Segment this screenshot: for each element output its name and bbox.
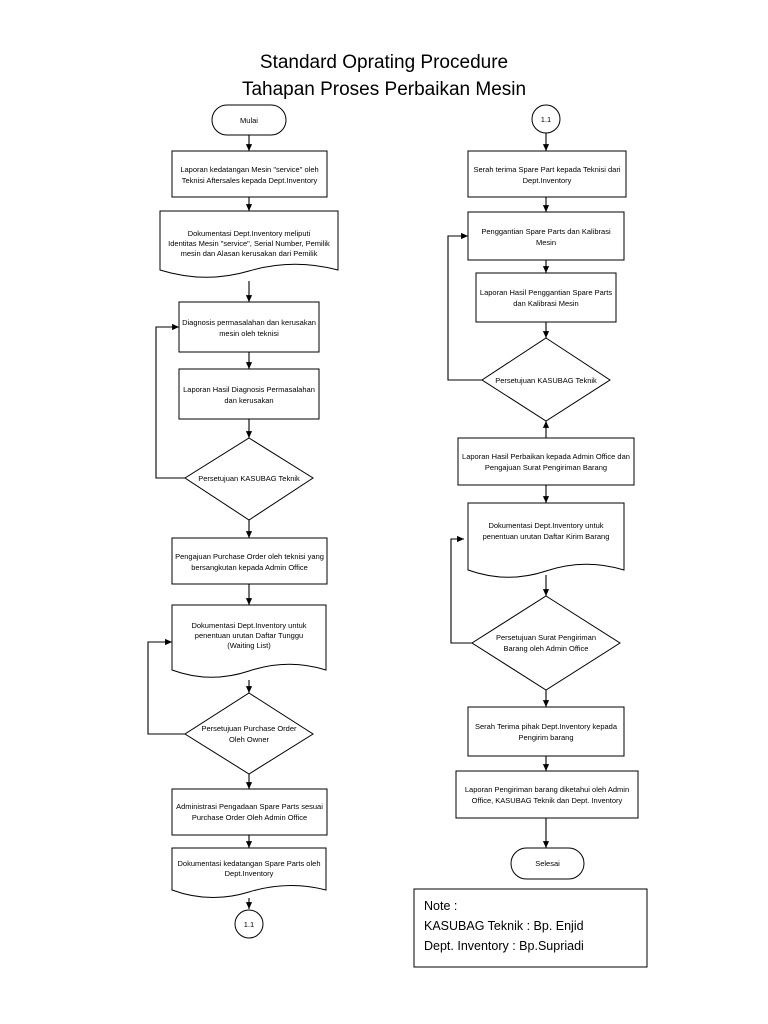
node-text: Administrasi Pengadaan Spare Parts sesua… — [176, 802, 323, 811]
node-text: Pengajuan Surat Pengiriman Barang — [485, 463, 607, 472]
node-text: Laporan Pengiriman barang diketahui oleh… — [465, 785, 629, 794]
right-edges — [447, 133, 550, 848]
start-label: Mulai — [240, 116, 258, 125]
loop-edge — [147, 638, 185, 735]
node-text: Persetujuan KASUBAG Teknik — [198, 474, 300, 483]
decision-admin-office: Persetujuan Surat Pengiriman Barang oleh… — [471, 595, 621, 691]
end-label: Selesai — [535, 859, 560, 868]
node-text: Laporan Hasil Penggantian Spare Parts — [480, 288, 612, 297]
process-serah-terima-pengirim: Serah Terima pihak Dept.Inventory kepada… — [467, 706, 625, 757]
node-text: Dept.Inventory — [225, 869, 274, 878]
connector-label: 1.1 — [244, 920, 254, 929]
node-text: Teknisi Aftersales kepada Dept.Inventory — [182, 176, 318, 185]
note-line1: KASUBAG Teknik : Bp. Enjid — [424, 919, 584, 933]
node-text: (Waiting List) — [227, 641, 271, 650]
node-text: Pengajuan Purchase Order oleh teknisi ya… — [175, 552, 324, 561]
document-dokumentasi-identitas: Dokumentasi Dept.Inventory meliputi Iden… — [159, 210, 339, 278]
loop-edge — [447, 232, 482, 381]
node-text: Serah terima Spare Part kepada Teknisi d… — [473, 165, 620, 174]
connector-right: 1.1 — [531, 104, 561, 134]
left-edges — [147, 135, 253, 909]
node-text: Persetujuan Purchase Order — [201, 724, 297, 733]
node-text: Laporan Hasil Diagnosis Permasalahan — [183, 385, 315, 394]
start-terminator: Mulai — [211, 104, 287, 136]
document-daftar-tunggu: Dokumentasi Dept.Inventory untuk penentu… — [171, 604, 327, 678]
process-administrasi-pengadaan: Administrasi Pengadaan Spare Parts sesua… — [171, 788, 328, 836]
note-box: Note : KASUBAG Teknik : Bp. Enjid Dept. … — [413, 888, 648, 968]
document-kedatangan-spare-parts: Dokumentasi kedatangan Spare Parts oleh … — [171, 847, 327, 899]
node-text: Diagnosis permasalahan dan kerusakan — [182, 318, 316, 327]
node-text: mesin dan Alasan kerusakan dari Pemilik — [181, 249, 318, 258]
node-text: Dept.Inventory — [523, 176, 572, 185]
process-pengajuan-po: Pengajuan Purchase Order oleh teknisi ya… — [171, 537, 328, 585]
node-text: penentuan urutan Daftar Tunggu — [195, 631, 303, 640]
node-text: Purchase Order Oleh Admin Office — [192, 813, 307, 822]
node-text: bersangkutan kepada Admin Office — [191, 563, 308, 572]
decision-kasubag-left: Persetujuan KASUBAG Teknik — [184, 437, 314, 521]
process-laporan-pengiriman: Laporan Pengiriman barang diketahui oleh… — [455, 770, 639, 819]
decision-owner: Persetujuan Purchase Order Oleh Owner — [184, 692, 314, 775]
node-text: mesin oleh teknisi — [219, 329, 279, 338]
document-daftar-kirim: Dokumentasi Dept.Inventory untuk penentu… — [467, 502, 625, 578]
process-penggantian-spare-parts: Penggantian Spare Parts dan Kalibrasi Me… — [467, 211, 625, 261]
note-heading: Note : — [424, 899, 457, 913]
node-text: Dokumentasi Dept.Inventory untuk — [191, 621, 306, 630]
node-text: Mesin — [536, 238, 556, 247]
node-text: Dokumentasi Dept.Inventory untuk — [488, 521, 603, 530]
process-laporan-kedatangan: Laporan kedatangan Mesin "service" oleh … — [171, 150, 328, 198]
note-line2: Dept. Inventory : Bp.Supriadi — [424, 939, 584, 953]
node-text: dan Kalibrasi Mesin — [513, 299, 578, 308]
node-text: Barang oleh Admin Office — [504, 644, 589, 653]
page-title-line2: Tahapan Proses Perbaikan Mesin — [242, 79, 526, 100]
node-text: Dokumentasi kedatangan Spare Parts oleh — [177, 859, 320, 868]
node-text: penentuan urutan Daftar Kirim Barang — [483, 532, 610, 541]
loop-edge — [155, 323, 185, 479]
node-text: Identitas Mesin "service", Serial Number… — [168, 239, 330, 248]
connector-label: 1.1 — [541, 115, 551, 124]
node-text: Office, KASUBAG Teknik dan Dept. Invento… — [472, 796, 623, 805]
node-text: Persetujuan Surat Pengiriman — [496, 633, 596, 642]
node-text: Laporan Hasil Perbaikan kepada Admin Off… — [462, 452, 630, 461]
process-diagnosis: Diagnosis permasalahan dan kerusakan mes… — [178, 301, 320, 353]
decision-kasubag-right: Persetujuan KASUBAG Teknik — [481, 337, 611, 422]
connector-left: 1.1 — [234, 909, 264, 939]
node-text: Laporan kedatangan Mesin "service" oleh — [180, 165, 318, 174]
process-laporan-perbaikan: Laporan Hasil Perbaikan kepada Admin Off… — [457, 437, 635, 486]
node-text: Penggantian Spare Parts dan Kalibrasi — [481, 227, 611, 236]
node-text: Persetujuan KASUBAG Teknik — [495, 376, 597, 385]
node-text: Dokumentasi Dept.Inventory meliputi — [188, 229, 311, 238]
page-title-line1: Standard Oprating Procedure — [260, 52, 508, 73]
end-terminator: Selesai — [510, 847, 585, 880]
node-text: Oleh Owner — [229, 735, 270, 744]
process-laporan-diagnosis: Laporan Hasil Diagnosis Permasalahan dan… — [178, 368, 320, 420]
node-text: Pengirim barang — [518, 733, 573, 742]
loop-edge — [450, 535, 472, 644]
process-laporan-penggantian: Laporan Hasil Penggantian Spare Parts da… — [475, 272, 617, 323]
node-text: dan kerusakan — [224, 396, 273, 405]
node-text: Serah Terima pihak Dept.Inventory kepada — [475, 722, 618, 731]
process-serah-terima-spare-part: Serah terima Spare Part kepada Teknisi d… — [467, 150, 627, 198]
